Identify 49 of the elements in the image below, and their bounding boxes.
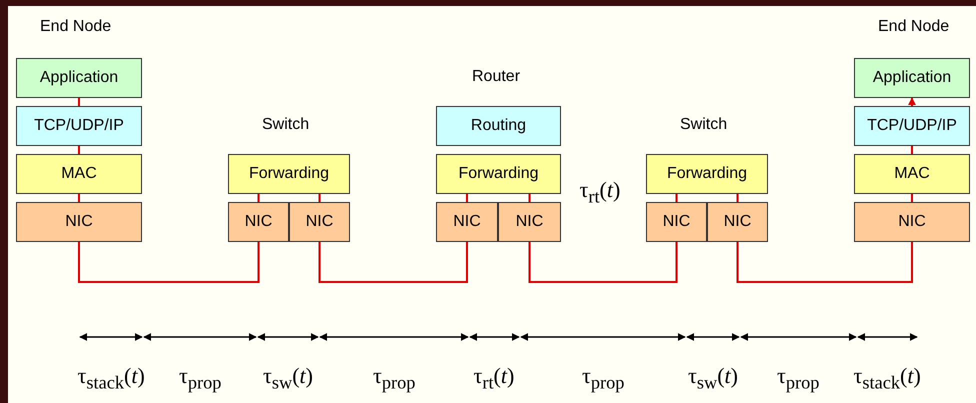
layer-box: MAC <box>854 154 970 194</box>
connector-line <box>528 242 678 283</box>
connector-line <box>318 194 320 202</box>
connector-line <box>78 98 80 106</box>
delay-label: τ$_{sw}$(t) <box>688 363 738 394</box>
layer-box: NIC <box>498 202 561 242</box>
layer-box: Forwarding <box>228 154 350 194</box>
connector-line <box>78 242 260 283</box>
delay-label: τ$_{prop}$ <box>179 363 222 394</box>
connector-line <box>528 194 530 202</box>
layer-box: Application <box>854 58 970 98</box>
delay-label: τ$_{rt}$(t) <box>474 363 514 394</box>
layer-box: Routing <box>436 106 561 146</box>
delay-label: τ$_{sw}$(t) <box>263 363 313 394</box>
layer-box: NIC <box>646 202 707 242</box>
connector-line <box>78 146 80 154</box>
connector-arrow <box>908 97 916 106</box>
layer-box: NIC <box>707 202 768 242</box>
layer-box: MAC <box>16 154 142 194</box>
device-label: End Node <box>878 18 950 36</box>
layer-box: TCP/UDP/IP <box>16 106 142 146</box>
layer-box: NIC <box>289 202 350 242</box>
device-label: Switch <box>262 116 310 134</box>
layer-box: Application <box>16 58 142 98</box>
connector-line <box>258 194 260 202</box>
connector-line <box>78 194 80 202</box>
layer-box: NIC <box>228 202 289 242</box>
delay-label: τ$_{stack}$(t) <box>78 363 145 394</box>
device-label: Switch <box>680 116 728 134</box>
device-label: End Node <box>40 18 112 36</box>
connector-line <box>736 194 738 202</box>
connector-line <box>911 146 913 154</box>
connector-line <box>911 194 913 202</box>
delay-label: τ$_{prop}$ <box>582 363 624 394</box>
layer-box: NIC <box>16 202 142 242</box>
layer-box: Forwarding <box>436 154 561 194</box>
connector-line <box>676 194 678 202</box>
delay-label: τ$_{stack}$(t) <box>854 363 921 394</box>
layer-box: Forwarding <box>646 154 768 194</box>
layer-box: NIC <box>854 202 970 242</box>
delay-label: τ$_{prop}$ <box>373 363 416 394</box>
layer-box: NIC <box>436 202 498 242</box>
layer-box: TCP/UDP/IP <box>854 106 970 146</box>
connector-line <box>466 194 468 202</box>
delay-label: τ$_{rt}$(t) <box>580 177 620 208</box>
connector-line <box>318 242 468 283</box>
device-label: Router <box>472 68 520 86</box>
connector-line <box>736 242 913 283</box>
delay-label: τ$_{prop}$ <box>777 363 820 394</box>
